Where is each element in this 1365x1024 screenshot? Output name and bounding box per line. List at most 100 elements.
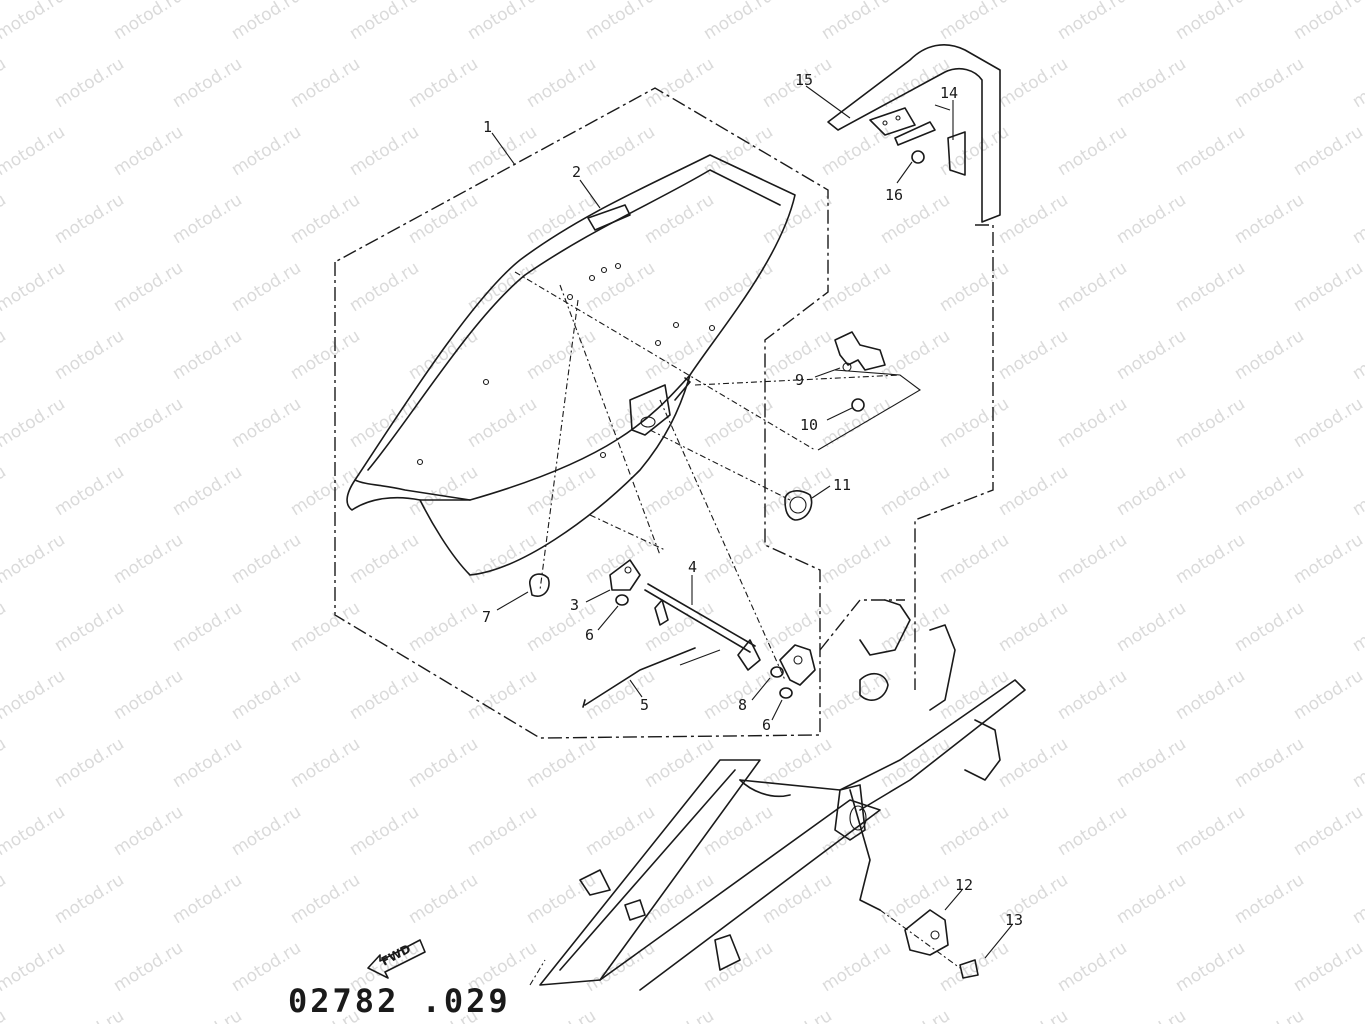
watermark-text: motod.ru bbox=[1054, 802, 1131, 860]
watermark-text: motod.ru bbox=[1231, 1006, 1308, 1024]
watermark-text: motod.ru bbox=[110, 938, 187, 996]
label-part-1: 1 bbox=[483, 118, 492, 136]
watermark-text: motod.ru bbox=[0, 938, 69, 996]
label-part-16: 16 bbox=[885, 186, 903, 204]
label-part-2: 2 bbox=[572, 163, 581, 181]
watermark-text: motod.ru bbox=[228, 802, 305, 860]
frame bbox=[529, 599, 1026, 991]
watermark-text: motod.ru bbox=[228, 530, 305, 588]
construction-lines bbox=[514, 271, 901, 681]
watermark-text: motod.ru bbox=[1349, 598, 1365, 656]
watermark-text: motod.ru bbox=[1113, 598, 1190, 656]
watermark-text: motod.ru bbox=[169, 1006, 246, 1024]
watermark-text: motod.ru bbox=[523, 1006, 600, 1024]
watermark-text: motod.ru bbox=[936, 802, 1013, 860]
watermark-text: motod.ru bbox=[641, 190, 718, 248]
watermark-text: motod.ru bbox=[287, 870, 364, 928]
watermark-text: motod.ru bbox=[346, 394, 423, 452]
watermark-text: motod.ru bbox=[582, 530, 659, 588]
seat bbox=[346, 154, 796, 576]
watermark-text: motod.ru bbox=[0, 802, 69, 860]
label-part-15: 15 bbox=[795, 71, 813, 89]
watermark-text: motod.ru bbox=[346, 258, 423, 316]
watermark-text: motod.ru bbox=[169, 54, 246, 112]
watermark-text: motod.ru bbox=[110, 666, 187, 724]
watermark-text: motod.ru bbox=[346, 0, 423, 44]
watermark-text: motod.ru bbox=[346, 666, 423, 724]
watermark-text: motod.ru bbox=[1231, 54, 1308, 112]
watermark-text: motod.ru bbox=[818, 258, 895, 316]
watermark-text: motod.ru bbox=[1054, 530, 1131, 588]
watermark-text: motod.ru bbox=[1172, 530, 1249, 588]
watermark-text: motod.ru bbox=[464, 666, 541, 724]
watermark-text: motod.ru bbox=[1172, 122, 1249, 180]
watermark-text: motod.ru bbox=[1113, 462, 1190, 520]
watermark-text: motod.ru bbox=[641, 462, 718, 520]
watermark-text: motod.ru bbox=[1290, 394, 1365, 452]
watermark-text: motod.ru bbox=[1349, 462, 1365, 520]
watermark-text: motod.ru bbox=[1349, 190, 1365, 248]
watermark-text: motod.ru bbox=[1054, 122, 1131, 180]
watermark-text: motod.ru bbox=[1172, 0, 1249, 44]
watermark-text: motod.ru bbox=[228, 394, 305, 452]
watermark-text: motod.ru bbox=[877, 462, 954, 520]
watermark-text: motod.ru bbox=[1349, 1006, 1365, 1024]
watermark-text: motod.ru bbox=[287, 462, 364, 520]
label-part-3: 3 bbox=[570, 596, 579, 614]
watermark-text: motod.ru bbox=[287, 598, 364, 656]
watermark-text: motod.ru bbox=[228, 258, 305, 316]
watermark-text: motod.ru bbox=[1172, 394, 1249, 452]
watermark-text: motod.ru bbox=[995, 54, 1072, 112]
watermark-text: motod.ru bbox=[1231, 870, 1308, 928]
watermark-text: motod.ru bbox=[995, 734, 1072, 792]
watermark-text: motod.ru bbox=[110, 258, 187, 316]
watermark-text: motod.ru bbox=[287, 54, 364, 112]
watermark-text: motod.ru bbox=[582, 0, 659, 44]
watermark-text: motod.ru bbox=[1349, 734, 1365, 792]
watermark-text: motod.ru bbox=[877, 870, 954, 928]
watermark-text: motod.ru bbox=[346, 530, 423, 588]
drawing-code: 02782 .029 bbox=[288, 982, 511, 1020]
watermark-text: motod.ru bbox=[641, 870, 718, 928]
watermark-text: motod.ru bbox=[995, 190, 1072, 248]
label-part-13: 13 bbox=[1005, 911, 1023, 929]
watermark-text: motod.ru bbox=[464, 0, 541, 44]
watermark-text: motod.ru bbox=[0, 258, 69, 316]
watermark-text: motod.ru bbox=[1231, 462, 1308, 520]
watermark-text: motod.ru bbox=[877, 734, 954, 792]
watermark-text: motod.ru bbox=[1290, 666, 1365, 724]
grab-bar-part bbox=[827, 44, 1001, 223]
watermark-text: motod.ru bbox=[759, 1006, 836, 1024]
watermark-text: motod.ru bbox=[1172, 938, 1249, 996]
watermark-text: motod.ru bbox=[641, 734, 718, 792]
assembly-outline bbox=[334, 87, 829, 739]
watermark-text: motod.ru bbox=[641, 326, 718, 384]
latch-assembly bbox=[529, 559, 816, 708]
watermark-text: motod.ru bbox=[700, 938, 777, 996]
watermark-text: motod.ru bbox=[1290, 938, 1365, 996]
watermark-text: motod.ru bbox=[169, 190, 246, 248]
watermark-text: motod.ru bbox=[0, 462, 10, 520]
watermark-text: motod.ru bbox=[169, 870, 246, 928]
watermark-text: motod.ru bbox=[287, 190, 364, 248]
watermark-text: motod.ru bbox=[936, 394, 1013, 452]
label-part-14: 14 bbox=[940, 84, 958, 102]
watermark-text: motod.ru bbox=[1231, 734, 1308, 792]
watermark-text: motod.ru bbox=[1290, 530, 1365, 588]
watermark-text: motod.ru bbox=[523, 54, 600, 112]
watermark-text: motod.ru bbox=[877, 1006, 954, 1024]
watermark-text: motod.ru bbox=[110, 394, 187, 452]
watermark-text: motod.ru bbox=[169, 734, 246, 792]
watermark-text: motod.ru bbox=[51, 598, 128, 656]
leader-lines bbox=[491, 85, 1013, 959]
watermark-text: motod.ru bbox=[0, 122, 69, 180]
watermark-text: motod.ru bbox=[995, 1006, 1072, 1024]
watermark-text: motod.ru bbox=[1054, 0, 1131, 44]
watermark-text: motod.ru bbox=[1231, 326, 1308, 384]
watermark-text: motod.ru bbox=[464, 802, 541, 860]
watermark-text: motod.ru bbox=[51, 462, 128, 520]
watermark-text: motod.ru bbox=[169, 598, 246, 656]
label-part-7: 7 bbox=[482, 608, 491, 626]
watermark-text: motod.ru bbox=[1113, 734, 1190, 792]
